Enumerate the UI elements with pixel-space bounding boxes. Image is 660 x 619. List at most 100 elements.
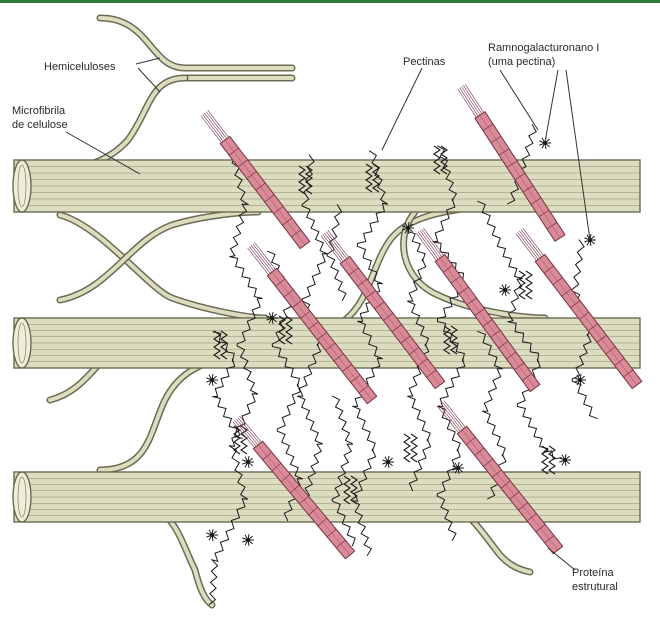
label-microfibril-line2: de celulose [12,119,68,131]
label-leader-line [547,547,576,571]
protein-rod-band [228,147,239,156]
tuft-core [210,378,214,382]
tuft-core [210,533,214,537]
microfibril-end-ring [17,322,27,364]
protein-rod-band [246,171,257,179]
protein-rod-band [474,447,485,456]
label-leader-line [137,67,161,93]
protein-rod-band [570,300,581,309]
protein-rod-band [544,535,555,544]
pectin-junction [305,165,313,195]
cellulose-microfibril [12,471,641,523]
protein-rod-band [458,286,469,295]
protein-rod-axis [224,139,306,246]
protein-rod-band [308,506,319,516]
pectin-junction [525,270,533,300]
pectin-chain [571,239,598,420]
pectin-chain [477,200,562,460]
protein-fiber-tail [442,401,464,429]
rhamnogalacturonan-tuft [206,529,218,541]
pectin-junction [433,145,441,175]
protein-rod-band [490,330,501,338]
cellulose-layer [12,159,641,523]
protein-rod-band [426,369,437,378]
frame-top [0,0,660,3]
protein-fiber-tail [249,246,271,274]
structural-protein-rod [200,110,311,250]
protein-rod-band [500,480,511,489]
protein-rod-band [350,374,361,383]
microfibril-end-ring [17,476,27,518]
protein-fiber-tail [205,111,227,139]
protein-rod-band [579,311,590,320]
protein-rod-band [342,364,352,372]
protein-rod-band [518,502,528,511]
protein-fiber-tail [200,115,222,143]
protein-fiber-tail [204,112,226,141]
protein-rod-band [561,288,572,297]
tuft-core [543,141,547,145]
protein-rod-band [535,524,546,533]
protein-fiber-tail [464,83,484,113]
rhamnogalacturonan-tuft [242,534,254,546]
pectin-chain [351,150,389,557]
protein-fiber-tail [232,421,255,449]
protein-rod-band [275,278,286,287]
tuft-core [563,458,567,462]
protein-rod-band [292,300,302,308]
protein-rod-band [383,312,394,321]
protein-rod-band [509,491,520,500]
label-rhamno-line1: Ramnogalacturonano I [488,42,600,54]
structural-protein-rod [457,83,566,242]
protein-rod-band [543,265,554,274]
protein-rod-band [374,301,385,310]
protein-fiber-tail [517,232,539,260]
protein-rod-band [546,222,558,230]
protein-fiber-tail [522,228,544,256]
protein-rod-band [587,323,598,332]
protein-fiber-tail [519,230,541,259]
protein-fiber-tail [421,229,443,257]
protein-rod-axis [344,259,441,386]
protein-fiber-tail [325,231,347,259]
protein-rod-band [391,324,402,333]
pectin-junction [298,165,306,195]
protein-rod-band [482,319,493,327]
pectin-junction [372,163,380,193]
label-leader-line [65,131,141,175]
protein-fiber-tail [437,406,459,433]
protein-rod-band [465,436,476,445]
protein-rod-band [498,148,510,156]
label-hemicelluloses: Hemiceluloses [44,61,116,73]
structural-protein-rod [437,400,564,555]
protein-rod-band [333,353,344,362]
label-leader-line [135,57,161,65]
protein-rod-band [522,373,533,381]
structural-protein-rod [320,230,446,390]
label-protein-line1: Proteína [572,567,614,579]
protein-rod-band [538,209,550,217]
rhamnogalacturonan-tuft [574,374,586,386]
protein-fiber-tail [419,230,441,259]
tuft-core [386,460,390,464]
protein-rod-band [365,290,376,299]
protein-rod-band [317,332,327,340]
rhamno-tuft-layer [206,137,596,546]
label-microfibril-line1: Microfibrila [12,105,66,117]
protein-rod-band [552,277,563,286]
hemicellulose-strand [343,206,472,322]
protein-fiber-tail [416,232,437,261]
microfibril-end-cap [12,159,32,213]
protein-fiber-tail [252,243,274,271]
protein-fiber-tail [254,242,276,270]
protein-rod-band [514,172,526,181]
protein-rod-band [483,458,494,467]
label-leader-line [499,69,539,131]
protein-rod-band [490,136,502,144]
protein-fiber-tail [234,420,257,447]
tuft-core [503,288,507,292]
label-protein-line2: estrutural [572,581,618,593]
pectin-junction [233,425,241,455]
protein-rod-band [450,275,461,284]
protein-rod-band [237,159,248,168]
